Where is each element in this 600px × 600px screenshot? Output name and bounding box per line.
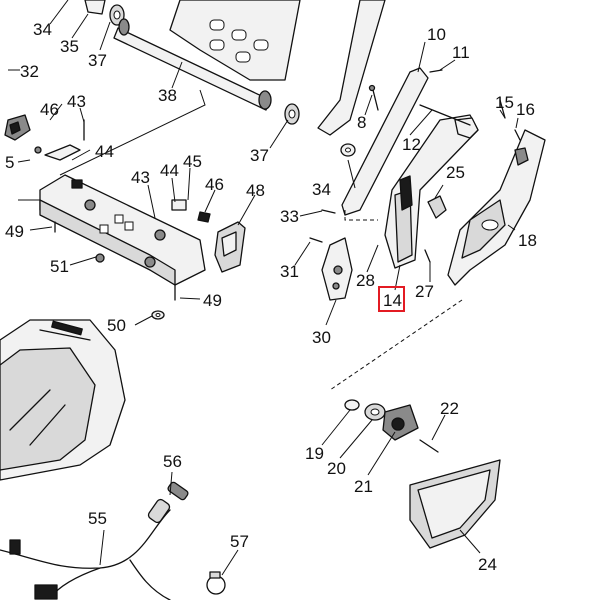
callout-20: 20: [327, 459, 346, 478]
callout-31: 31: [280, 262, 299, 281]
callout-55: 55: [88, 509, 107, 528]
callout-57: 57: [230, 532, 249, 551]
callout-48: 48: [246, 181, 265, 200]
knob-assembly: [344, 399, 501, 549]
hose-clamp: [206, 571, 226, 595]
footpeg-lever-assembly: [309, 67, 546, 391]
callout-51: 51: [50, 257, 69, 276]
callout-34-mid: 34: [312, 180, 331, 199]
callout-44-right: 44: [160, 161, 179, 180]
callout-34-top: 34: [33, 20, 52, 39]
callout-49-left: 49: [5, 222, 24, 241]
callout-37-top: 37: [88, 51, 107, 70]
saddlebag: [0, 319, 126, 481]
callout-19: 19: [305, 444, 324, 463]
callout-43-right: 43: [131, 168, 150, 187]
callout-8: 8: [357, 113, 366, 132]
callout-5: 5: [5, 153, 14, 172]
callout-32: 32: [20, 62, 39, 81]
callout-21: 21: [354, 477, 373, 496]
callout-10: 10: [427, 25, 446, 44]
callout-12: 12: [402, 135, 421, 154]
callout-43-left: 43: [67, 92, 86, 111]
callout-28: 28: [356, 271, 375, 290]
callout-15: 15: [495, 93, 514, 112]
callout-38: 38: [158, 86, 177, 105]
callout-44-left: 44: [95, 142, 114, 161]
callout-16: 16: [516, 100, 535, 119]
callout-50: 50: [107, 316, 126, 335]
callout-37-mid: 37: [250, 146, 269, 165]
callout-46-left: 46: [40, 100, 59, 119]
callout-49-right: 49: [203, 291, 222, 310]
callout-56: 56: [163, 452, 182, 471]
callout-24: 24: [478, 555, 497, 574]
callout-22: 22: [440, 399, 459, 418]
callout-25: 25: [446, 163, 465, 182]
callout-30: 30: [312, 328, 331, 347]
left-bracket-assembly: [4, 114, 246, 320]
upper-frame-assembly: [84, 0, 386, 136]
callout-45: 45: [183, 152, 202, 171]
callout-35: 35: [60, 37, 79, 56]
wiring-harness: [0, 481, 189, 600]
callout-labels: 34 35 37 32 38 37 10 11 8 12 15 16 25 18…: [5, 20, 537, 574]
highlight-box: [378, 286, 405, 312]
callout-33: 33: [280, 207, 299, 226]
leader-lines: [8, 0, 519, 576]
callout-46-right: 46: [205, 175, 224, 194]
callout-14: 14: [383, 291, 402, 310]
callout-11: 11: [452, 43, 470, 62]
callout-18: 18: [518, 231, 537, 250]
callout-27: 27: [415, 282, 434, 301]
